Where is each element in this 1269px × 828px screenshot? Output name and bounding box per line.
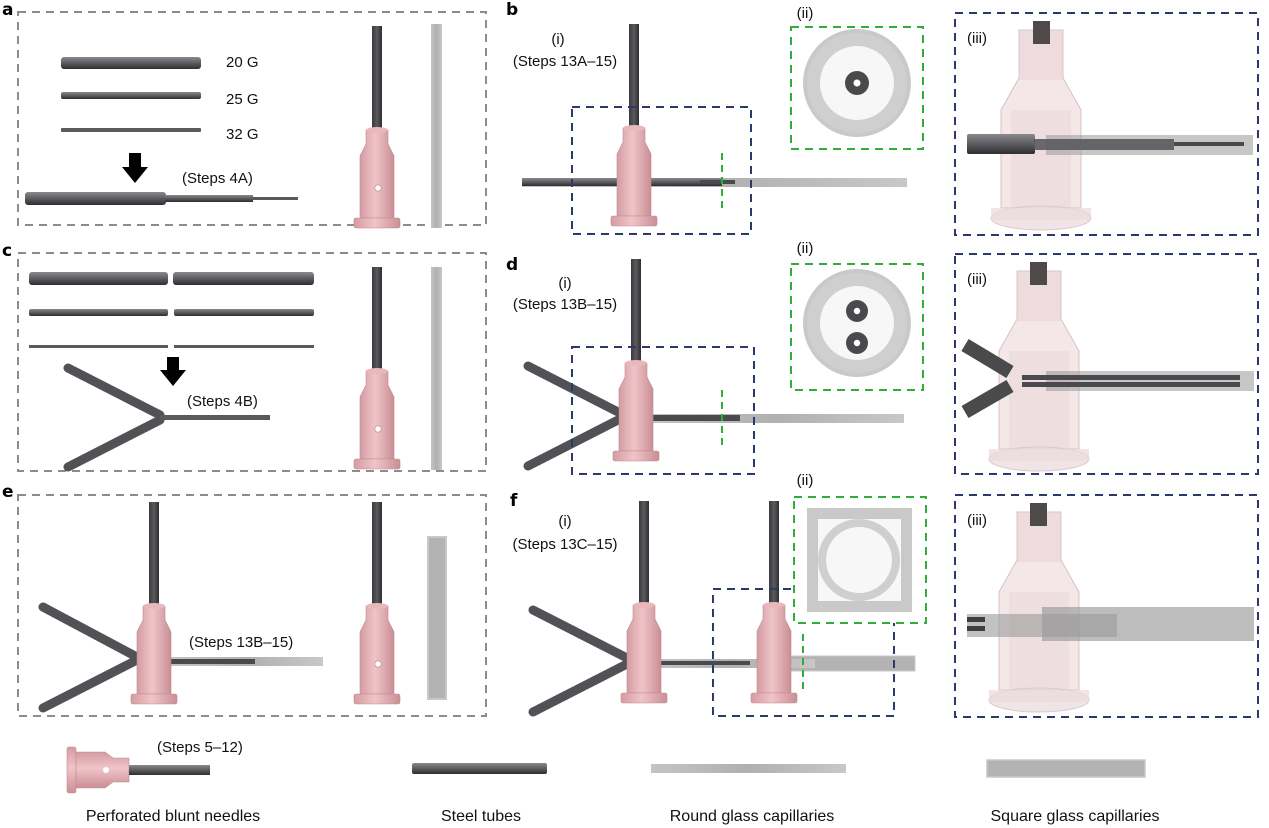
panel-d: d (i) (Steps 13B–15) (ii) (iii) — [506, 240, 1259, 475]
square-glass-capillary — [427, 536, 447, 700]
panel-e-frame — [17, 494, 487, 717]
steps-label-13c: (Steps 13C–15) — [512, 536, 617, 553]
round-glass-capillary — [650, 414, 904, 423]
arrow-down-icon — [122, 153, 148, 183]
perforated-needle — [612, 258, 660, 462]
legend-steel-tube — [412, 763, 547, 774]
panel-a-frame — [17, 11, 487, 226]
legend-label-round-glass: Round glass capillaries — [670, 808, 835, 825]
sub-label-ii: (ii) — [797, 472, 814, 489]
perforated-needle — [610, 23, 658, 227]
panel-e: e (Steps 13B–15) — [2, 482, 487, 717]
panel-c: c (Steps 4B) — [2, 241, 487, 472]
gauge-label-20g: 20 G — [226, 54, 259, 71]
legend-label-needles: Perforated blunt needles — [86, 808, 260, 825]
assembled-tube — [25, 192, 298, 205]
sub-label-ii: (ii) — [797, 240, 814, 257]
steps-label-13a: (Steps 13A–15) — [513, 53, 617, 70]
cross-section-single — [803, 29, 911, 137]
double-inner-tubes — [650, 661, 750, 665]
double-inner-tubes — [170, 659, 255, 664]
perforated-needle-1 — [620, 500, 668, 704]
split-tubes — [29, 272, 314, 348]
legend-label-square-glass: Square glass capillaries — [991, 808, 1160, 825]
detail-iii-needle-double — [961, 262, 1254, 472]
panel-label-a: a — [2, 0, 13, 20]
panel-a: a 20 G 25 G 32 G (Steps 4A) — [2, 0, 487, 228]
gauge-label-32g: 32 G — [226, 126, 259, 143]
round-glass-capillary — [431, 24, 442, 228]
detail-box-iii — [954, 494, 1259, 718]
sub-label-i: (i) — [551, 31, 564, 48]
steps-label-13b-e: (Steps 13B–15) — [189, 634, 293, 651]
zoom-box-iii — [571, 346, 755, 475]
cross-section-box-ii — [790, 263, 924, 391]
panel-label-f: f — [510, 491, 518, 511]
detail-box-iii — [954, 12, 1259, 236]
perforated-needle-2 — [750, 500, 798, 704]
sub-label-ii: (ii) — [797, 5, 814, 22]
tube-20g — [61, 57, 201, 69]
y-junction-tubes — [38, 602, 140, 713]
cross-section-square — [807, 508, 912, 612]
legend: (Steps 5–12) Perforated blunt needles St… — [66, 739, 1160, 825]
round-glass-capillary — [431, 267, 442, 470]
y-junction-tubes — [63, 363, 270, 472]
perforated-needle — [354, 502, 400, 704]
y-junction-tubes — [528, 605, 632, 717]
gauge-label-25g: 25 G — [226, 91, 259, 108]
panel-label-c: c — [2, 241, 12, 261]
perforated-needle — [354, 26, 400, 228]
panel-label-b: b — [506, 0, 518, 20]
perforated-needle — [354, 267, 400, 469]
legend-needle-horizontal — [66, 746, 210, 794]
panel-c-frame — [17, 252, 487, 472]
y-junction-tubes — [523, 361, 627, 471]
inner-tube — [700, 180, 735, 184]
panel-label-d: d — [506, 255, 518, 275]
panel-label-e: e — [2, 482, 14, 502]
zoom-box-iii — [571, 106, 752, 235]
detail-box-iii — [954, 253, 1259, 475]
sub-label-iii: (iii) — [967, 512, 987, 529]
steps-label-13b: (Steps 13B–15) — [513, 296, 617, 313]
sub-label-iii: (iii) — [967, 30, 987, 47]
panel-f: f (i) (Steps 13C–15) (ii) (iii) — [510, 472, 1259, 718]
detail-iii-needle-square — [967, 503, 1254, 713]
detail-iii-needle-single — [967, 21, 1253, 231]
steps-label-5-12: (Steps 5–12) — [157, 739, 243, 756]
sub-label-iii: (iii) — [967, 271, 987, 288]
panel-b: b (i) (Steps 13A–15) (ii) (iii) — [506, 0, 1259, 236]
tube-25g — [61, 92, 201, 99]
arrow-down-icon — [160, 357, 186, 386]
legend-square-glass-capillary — [986, 759, 1146, 778]
perforated-needle — [130, 501, 178, 705]
sub-label-i: (i) — [558, 275, 571, 292]
double-inner-tubes — [640, 415, 740, 421]
steps-label-4b: (Steps 4B) — [187, 393, 258, 410]
legend-label-steel-tubes: Steel tubes — [441, 808, 521, 825]
legend-round-glass-capillary — [651, 764, 846, 773]
tube-32g — [61, 128, 201, 132]
cross-section-double — [803, 269, 911, 377]
steps-label-4a: (Steps 4A) — [182, 170, 253, 187]
sub-label-i: (i) — [558, 513, 571, 530]
